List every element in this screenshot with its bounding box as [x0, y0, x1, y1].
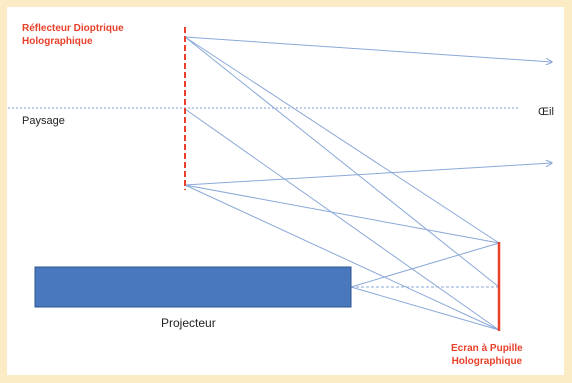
ray-projector-to-screen-bottom: [350, 286, 500, 331]
ray-projector-to-screen-top: [350, 242, 500, 288]
oeil-label: Œil: [538, 106, 554, 118]
projector-box: [34, 266, 352, 308]
ray-top-to-screen-top: [184, 36, 500, 244]
ray-top-to-screen-bottom: [184, 36, 500, 288]
canvas-frame: [7, 7, 564, 375]
ray-top-to-eye: [184, 36, 552, 62]
ray-bottom-to-screen-bottom: [184, 184, 500, 331]
reflector-label-line1: Réflecteur Dioptrique: [22, 23, 124, 34]
ray-bottom-to-screen-top: [184, 184, 500, 244]
reflector-label: Réflecteur Dioptrique Holographique: [22, 22, 124, 48]
reflector-label-line2: Holographique: [22, 36, 93, 47]
ecran-label: Ecran à Pupille Holographique: [451, 342, 523, 368]
paysage-label: Paysage: [22, 115, 65, 127]
ray-bottom-to-eye: [184, 163, 552, 186]
projecteur-label: Projecteur: [161, 316, 216, 330]
ecran-label-line2: Holographique: [451, 356, 523, 367]
ray-mid-to-screen-bottom: [184, 108, 500, 331]
ecran-label-line1: Ecran à Pupille: [451, 343, 523, 354]
